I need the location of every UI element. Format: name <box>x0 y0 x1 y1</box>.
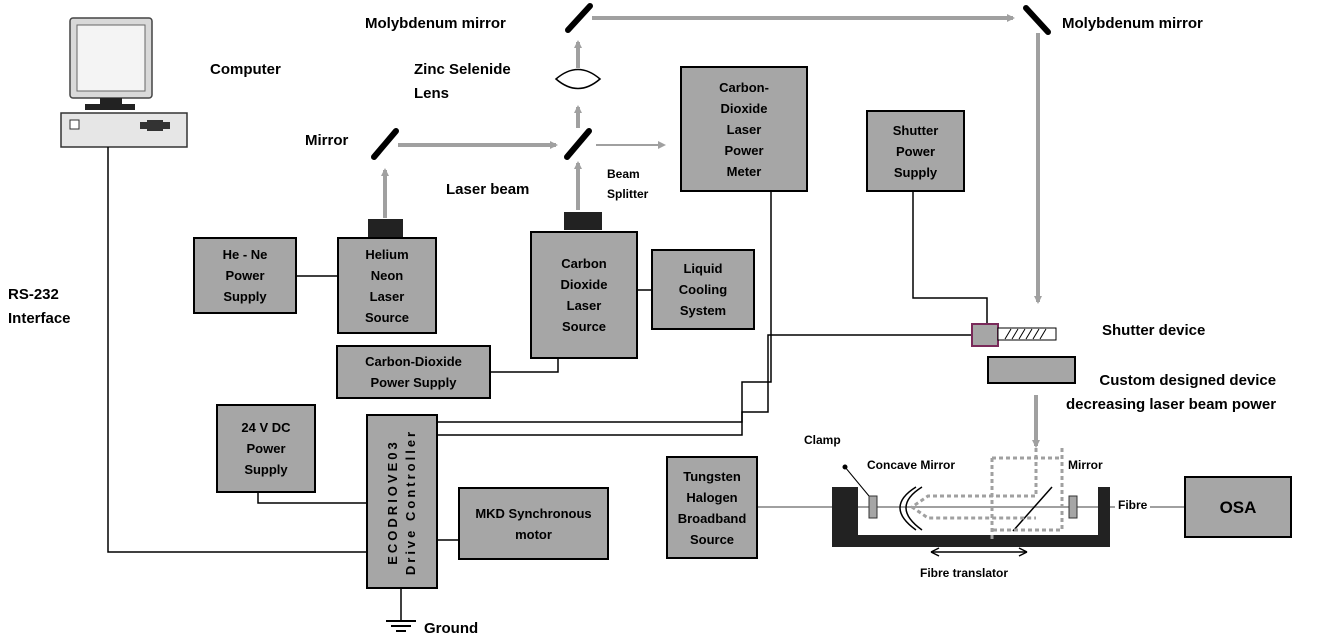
beam-splitter-label: Beam Splitter <box>607 167 649 201</box>
helium-neon-laser-box: Helium Neon Laser Source <box>337 237 437 334</box>
fibre-label: Fibre <box>1115 495 1151 515</box>
co2-laser-source-box: Carbon Dioxide Laser Source <box>530 231 638 359</box>
co2-power-meter-box: Carbon- Dioxide Laser Power Meter <box>680 66 808 192</box>
ground-label: Ground <box>424 620 479 637</box>
shutter-device-label: Shutter device <box>1102 322 1206 339</box>
mirror-label: Mirror <box>305 132 349 149</box>
molybdenum-mirror-right-icon <box>1023 5 1051 35</box>
drive-controller-box: ECODRIOVE03 Drive Controller <box>366 414 438 589</box>
liquid-cooling-box: Liquid Cooling System <box>651 249 755 330</box>
custom-device-box <box>987 356 1076 384</box>
concave-mirror-label: Concave Mirror <box>867 458 956 472</box>
fibre-translator-label: Fibre translator <box>920 566 1009 580</box>
rs232-label: RS-232 Interface <box>8 286 71 327</box>
drive-controller-label: ECODRIOVE03 Drive Controller <box>385 428 418 575</box>
molybdenum-mirror-right-label: Molybdenum mirror <box>1062 15 1203 32</box>
beam-splitter-icon <box>564 128 592 160</box>
hene-power-supply-box: He - Ne Power Supply <box>193 237 297 314</box>
tungsten-source-box: Tungsten Halogen Broadband Source <box>666 456 758 559</box>
mkd-motor-box: MKD Synchronous motor <box>458 487 609 560</box>
fibre-translator-icon <box>832 448 1110 557</box>
osa-box: OSA <box>1184 476 1292 538</box>
laser-beam-label: Laser beam <box>446 181 530 198</box>
computer-label: Computer <box>210 61 281 78</box>
co2-power-supply-box: Carbon-Dioxide Power Supply <box>336 345 491 399</box>
custom-device-label: Custom designed device decreasing laser … <box>1066 372 1277 413</box>
helium-neon-laser-head <box>368 219 403 237</box>
co2-laser-head <box>564 212 602 230</box>
dc-power-supply-box: 24 V DC Power Supply <box>216 404 316 493</box>
mirror-small-label: Mirror <box>1068 458 1103 472</box>
zinc-selenide-lens-icon <box>554 68 602 90</box>
molybdenum-mirror-left-label: Molybdenum mirror <box>365 15 506 32</box>
molybdenum-mirror-left-icon <box>565 3 593 33</box>
clamp-label: Clamp <box>804 433 841 447</box>
shutter-power-supply-box: Shutter Power Supply <box>866 110 965 192</box>
zinc-selenide-lens-label: Zinc Selenide Lens <box>414 61 511 102</box>
shutter-device-icon <box>971 323 1057 347</box>
computer-icon <box>60 17 188 148</box>
mirror-icon <box>371 128 399 160</box>
